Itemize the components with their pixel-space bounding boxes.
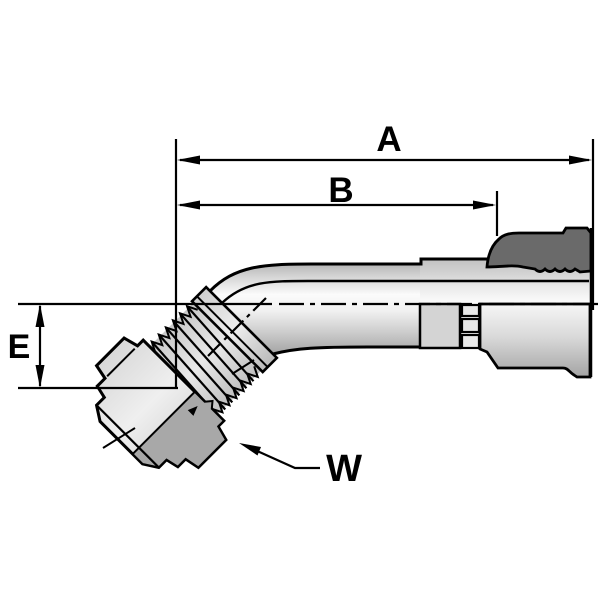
dimension-a-label: A [376,120,401,159]
arrowhead-e-bottom [35,365,45,388]
collar-segment [460,317,481,334]
arrowhead-a-left [177,155,200,165]
dimension-b: B [177,171,499,236]
arrowhead-w [239,443,261,456]
tube-wall-line [221,279,589,304]
w-leader-line [245,444,320,470]
arrowhead-b-right [473,200,496,210]
nut-section-step-line [106,347,136,377]
arrowhead-a-right [569,155,592,165]
thread-sawtooth-bottom [211,366,260,414]
collar-segment [460,333,481,350]
hex-wrench-face [131,390,228,469]
centerline-angled [207,297,267,357]
hex-face-mark [187,405,198,416]
section-tick-collar [231,359,255,375]
hose-socket-exterior [478,302,592,379]
tube-bottom-outline [272,345,420,356]
arrowhead-b-left [177,200,200,210]
collar-segment [460,303,481,318]
section-tick-lower [102,427,136,449]
dimension-w: W [239,443,362,490]
dimension-w-label: W [326,448,362,490]
elbow-tube [210,264,420,354]
arrowhead-e-top [35,304,45,327]
crimp-ferrule [485,226,593,274]
tube-top-outline [208,257,491,293]
dimension-b-label: B [328,171,353,210]
port-end-face-line [95,404,160,469]
dimension-a: A [174,120,595,388]
dimension-e-label: E [8,328,31,366]
dimension-e: E [8,304,178,390]
centerlines [18,297,601,357]
socket-collar-segments [460,303,481,350]
socket-neck-cylinder [418,302,462,350]
